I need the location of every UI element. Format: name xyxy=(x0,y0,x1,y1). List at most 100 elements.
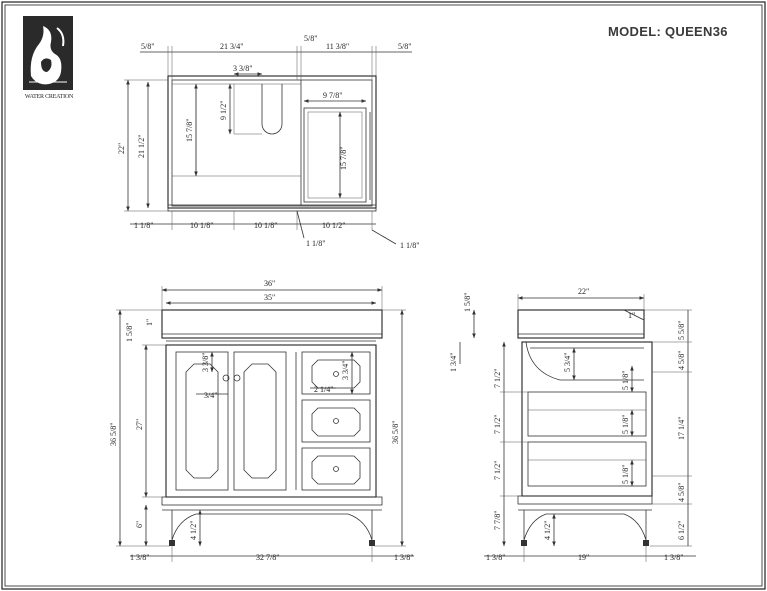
dim-front-foot-left: 1 3/8" xyxy=(130,553,150,562)
dim-front-overall-width: 36" xyxy=(264,279,275,288)
dim-front-leg-inner: 4 1/2" xyxy=(189,521,198,541)
dim-side-left-a: 7 1/2" xyxy=(493,369,502,389)
top-view-faucet-slot xyxy=(261,84,283,135)
dim-front-door-top: 3 3/8" xyxy=(201,353,210,373)
dim-side-foot-left: 1 3/8" xyxy=(486,553,506,562)
dim-front-foot-right: 1 3/8" xyxy=(394,553,414,562)
front-view: 36" 35" 1 5/8" 1" 36 5/8" 27" 6" 36 5/8"… xyxy=(109,279,414,562)
dim-side-right-b: 17 1/4" xyxy=(677,417,686,441)
front-door-right xyxy=(233,351,287,491)
dim-top-gap: 5/8" xyxy=(304,34,318,43)
dim-top-faucet-offset: 3 3/8" xyxy=(233,64,253,73)
dim-front-door-gap: 3/4" xyxy=(204,391,218,400)
dim-front-cabinet-width: 35" xyxy=(264,293,275,302)
dim-top-drawer-inner: 9 7/8" xyxy=(323,91,343,100)
dim-side-foot-right: 1 3/8" xyxy=(664,553,684,562)
top-view-drawer xyxy=(303,107,367,203)
model-title: MODEL: QUEEN36 xyxy=(608,24,728,39)
dim-side-top-left: 1 5/8" xyxy=(463,293,472,313)
front-leg-right xyxy=(347,510,373,541)
brand-logo-icon xyxy=(23,16,73,90)
front-foot-right xyxy=(369,540,375,546)
front-drawer-top-panel xyxy=(311,359,361,389)
side-leg-right xyxy=(623,510,647,541)
front-door-left xyxy=(175,351,229,491)
brand-logo xyxy=(23,16,73,90)
dim-top-bottom-left: 1 1/8" xyxy=(134,221,154,230)
dim-side-left-b: 7 1/2" xyxy=(493,415,502,435)
front-drawer-mid-knob xyxy=(333,418,339,424)
dim-side-shelf-c: 5 1/8" xyxy=(621,415,630,435)
dim-top-left-margin: 5/8" xyxy=(141,42,155,51)
top-view-base xyxy=(167,204,377,212)
front-door-right-knob xyxy=(233,374,241,382)
dim-top-drawer-width: 11 3/8" xyxy=(326,42,349,51)
side-sink-bowl xyxy=(525,341,644,381)
side-view: 22" 1" 1 5/8" 1 3/4" 7 1/2" 7 1/2" 7 1/2… xyxy=(449,287,696,562)
dim-top-bottom-right: 1 1/8" xyxy=(400,241,420,250)
dim-top-depth-inner: 21 1/2" xyxy=(137,135,146,159)
front-drawer-mid-panel xyxy=(311,407,361,437)
front-door-left-panel xyxy=(185,363,219,479)
top-view-outline xyxy=(167,75,377,209)
leader-side-top-right xyxy=(623,309,645,321)
dim-side-leg-inner: 4 1/2" xyxy=(543,521,552,541)
dim-front-foot-span: 32 7/8" xyxy=(256,553,280,562)
front-leg-left xyxy=(171,510,197,541)
dim-front-cabinet-height: 27" xyxy=(135,419,144,430)
front-drawer-mid xyxy=(301,399,371,443)
dim-front-top-small: 1" xyxy=(145,319,154,326)
dim-top-bottom-b: 10 1/8" xyxy=(254,221,278,230)
front-drawer-bottom xyxy=(301,447,371,491)
inner-border xyxy=(4,4,763,587)
top-view-inner xyxy=(171,79,373,207)
side-cabinet xyxy=(521,341,653,497)
top-view-drawer-inner xyxy=(307,111,363,199)
top-view: 5/8" 21 3/4" 5/8" 11 3/8" 5/8" 3 3/8" 9 … xyxy=(117,34,420,250)
dim-side-left-d: 7 7/8" xyxy=(493,511,502,531)
side-drawer-b xyxy=(527,441,647,487)
dim-front-leg-height: 6" xyxy=(135,521,144,528)
front-door-right-panel xyxy=(243,363,277,479)
side-countertop xyxy=(517,309,645,339)
dim-side-shelf-b: 5 1/8" xyxy=(621,371,630,391)
dim-top-bottom-a: 10 1/8" xyxy=(190,221,214,230)
front-drawer-bottom-panel xyxy=(311,455,361,485)
dim-top-bottom-c: 10 1/2" xyxy=(322,221,346,230)
side-leg-left xyxy=(523,510,547,541)
dim-side-right-a: 4 5/8" xyxy=(677,351,686,371)
dim-front-overall-height-left: 36 5/8" xyxy=(109,423,118,447)
dim-top-faucet-depth: 9 1/2" xyxy=(219,101,228,121)
dim-side-top-right-b: 5 5/8" xyxy=(677,321,686,341)
leader-bottom-mid xyxy=(296,210,305,239)
leader-bottom-right xyxy=(371,229,397,245)
dim-top-right-margin: 5/8" xyxy=(398,42,412,51)
dim-side-top-right: 1" xyxy=(628,311,635,320)
front-drawer-top xyxy=(301,351,371,395)
dim-side-left-c: 7 1/2" xyxy=(493,461,502,481)
dim-front-drawer-small: 2 1/4" xyxy=(314,385,334,394)
dim-side-shelf-a: 5 3/4" xyxy=(563,353,572,373)
dim-front-top-thickness: 1 5/8" xyxy=(125,323,134,343)
front-base-rail xyxy=(161,496,383,506)
dim-front-drawer-top: 3 3/4" xyxy=(341,361,350,381)
dim-side-foot-span: 19" xyxy=(578,553,589,562)
front-foot-left xyxy=(169,540,175,546)
dim-side-shelf-d: 5 1/8" xyxy=(621,465,630,485)
dim-front-overall-height-right: 36 5/8" xyxy=(391,421,400,445)
brand-name: WATER CREATION xyxy=(24,94,74,100)
side-drawer-a xyxy=(527,391,647,437)
side-foot-left xyxy=(521,540,527,546)
dim-side-depth: 22" xyxy=(578,287,589,296)
dim-side-right-c: 4 5/8" xyxy=(677,483,686,503)
dim-top-drawer-depth: 15 7/8" xyxy=(339,147,348,171)
dim-side-right-d: 6 1/2" xyxy=(677,521,686,541)
dim-top-sink-width: 21 3/4" xyxy=(220,42,244,51)
side-foot-right xyxy=(643,540,649,546)
dim-top-sink-depth: 15 7/8" xyxy=(185,119,194,143)
front-door-left-knob xyxy=(222,374,230,382)
dim-side-left-small: 1 3/4" xyxy=(449,353,458,373)
